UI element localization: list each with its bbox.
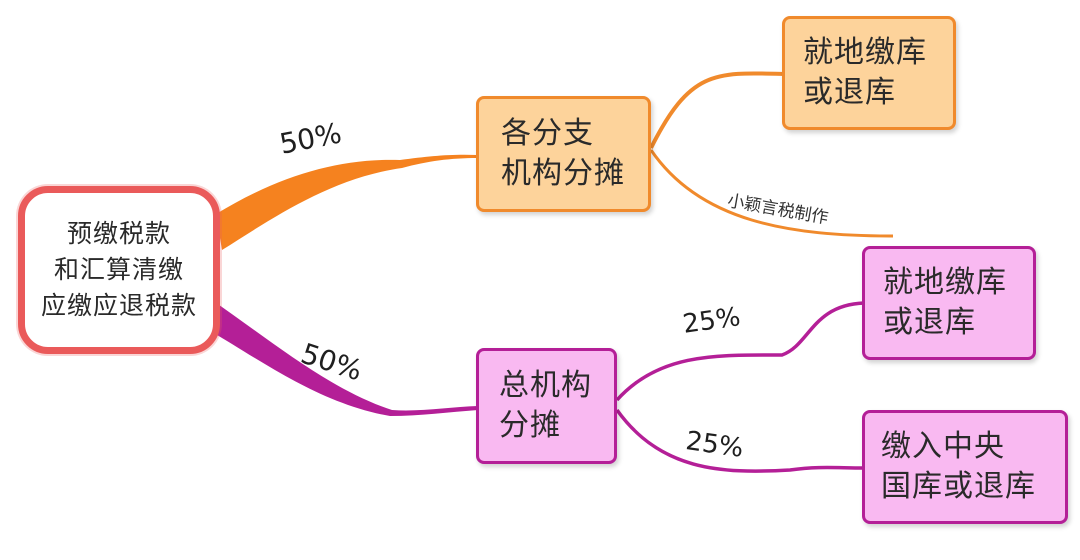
branch-allocation-node: 各分支 机构分摊 bbox=[476, 96, 651, 212]
root-line-1: 预缴税款 bbox=[66, 218, 171, 248]
branch-local-line-1: 就地缴库 bbox=[803, 35, 927, 71]
connector-branch-tail bbox=[649, 149, 894, 238]
head-allocation-line-2: 分摊 bbox=[499, 408, 561, 443]
connector-head-to-central bbox=[615, 408, 865, 473]
root-line-2: 和汇算清缴 bbox=[53, 254, 184, 284]
connector-root-to-branch bbox=[216, 154, 478, 250]
head-allocation-node: 总机构 分摊 bbox=[476, 348, 617, 464]
branch-local-treasury-node: 就地缴库 或退库 bbox=[782, 16, 956, 130]
head-local-line-2: 或退库 bbox=[883, 305, 976, 340]
connector-root-to-head bbox=[212, 300, 478, 416]
branch-allocation-line-2: 机构分摊 bbox=[501, 156, 625, 191]
central-treasury-node: 缴入中央 国库或退库 bbox=[862, 410, 1068, 524]
connector-head-to-local2 bbox=[615, 301, 865, 402]
root-node: 预缴税款 和汇算清缴 应缴应退税款 bbox=[18, 186, 220, 354]
central-treasury-line-2: 国库或退库 bbox=[881, 469, 1036, 504]
head-local-treasury-node: 就地缴库 或退库 bbox=[862, 246, 1036, 360]
connector-branch-to-local1 bbox=[649, 71, 785, 149]
branch-allocation-line-1: 各分支 bbox=[501, 116, 594, 152]
branch-local-line-2: 或退库 bbox=[803, 75, 896, 110]
head-allocation-line-1: 总机构 bbox=[499, 368, 592, 404]
root-line-3: 应缴应退税款 bbox=[40, 291, 197, 321]
central-treasury-line-1: 缴入中央 bbox=[881, 429, 1005, 465]
head-local-line-1: 就地缴库 bbox=[883, 265, 1007, 301]
